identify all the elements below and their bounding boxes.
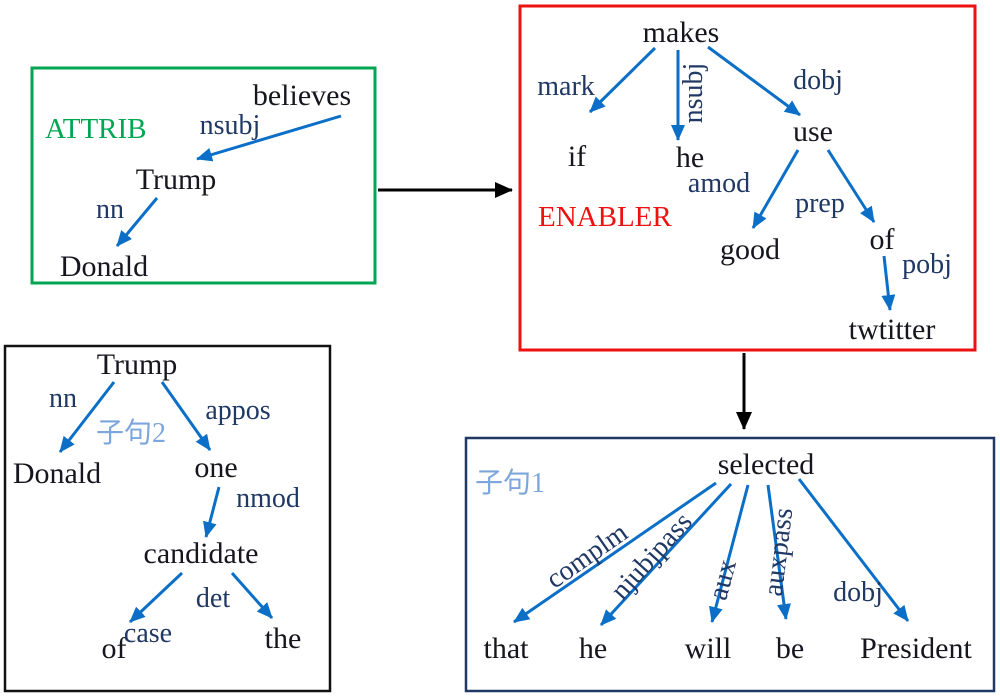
- dep-label-appos: appos: [205, 395, 270, 426]
- word-he2: he: [579, 632, 607, 665]
- arrow-candidate-the: [230, 572, 274, 619]
- word-believes: believes: [253, 79, 351, 112]
- dep-label-nmod: nmod: [236, 483, 300, 514]
- dep-label-nsubj: nsubj: [200, 110, 261, 141]
- word-if: if: [568, 140, 586, 173]
- attrib-box-border: [30, 66, 377, 285]
- word-candidate: candidate: [144, 537, 259, 570]
- attrib-box-title: ATTRIB: [45, 113, 147, 145]
- arrow-trump2-one: [160, 381, 212, 451]
- arrow-of-twtitter: [881, 255, 896, 311]
- word-of: of: [870, 223, 895, 256]
- dep-label-prep: prep: [795, 188, 845, 219]
- arrow-selected-president: [797, 478, 910, 622]
- word-twtitter: twtitter: [849, 313, 936, 346]
- enabler-box-title: ENABLER: [538, 201, 672, 233]
- word-donald: Donald: [60, 250, 148, 283]
- dep-label-amod: amod: [688, 168, 750, 199]
- dep-label-aux: aux: [703, 556, 743, 603]
- dep-label-nsubj-vertical: nsubj: [678, 63, 709, 124]
- arrow-one-candidate: [202, 486, 221, 538]
- arrow-selected-will: [709, 484, 750, 623]
- arrow-makes-if: [588, 46, 657, 114]
- dep-label-det: det: [196, 583, 230, 614]
- word-the: the: [265, 622, 302, 655]
- arrow-use-of: [826, 149, 876, 223]
- dep-label-nn2: nn: [49, 383, 77, 414]
- clause2-box-border: [3, 344, 332, 693]
- arrow-selected-be: [766, 484, 791, 620]
- arrow-candidate-of: [128, 571, 184, 624]
- word-good: good: [720, 233, 780, 266]
- word-one: one: [194, 451, 237, 484]
- word-donald2: Donald: [13, 457, 101, 490]
- word-be: be: [776, 632, 804, 665]
- word-makes: makes: [643, 16, 720, 49]
- dep-label-mark: mark: [537, 71, 595, 102]
- dep-label-pobj: pobj: [902, 249, 952, 280]
- word-president: President: [860, 632, 972, 665]
- word-he: he: [676, 141, 704, 174]
- clause1-box-title: 子句1: [475, 467, 545, 499]
- arrow-believes-trump: [196, 114, 342, 162]
- arrow-selected-that: [513, 481, 717, 624]
- clause2-box-title: 子句2: [96, 417, 166, 449]
- word-trump: Trump: [136, 163, 217, 196]
- arrow-trump2-donald: [58, 381, 116, 453]
- enabler-box-border: [518, 4, 977, 352]
- word-use: use: [793, 115, 833, 148]
- arrow-use-good: [751, 149, 800, 229]
- word-that: that: [484, 632, 530, 665]
- word-selected: selected: [718, 448, 815, 481]
- dep-label-dobj: dobj: [793, 65, 843, 96]
- clause1-box-border: [464, 436, 996, 693]
- word-trump2: Trump: [97, 348, 178, 381]
- arrow-selected-he: [599, 482, 733, 627]
- dep-label-dobj2: dobj: [833, 577, 883, 608]
- dep-label-nn: nn: [96, 194, 124, 225]
- arrow-trump-donald: [115, 197, 159, 247]
- word-of2: of: [102, 632, 127, 665]
- arrow-makes-use: [707, 45, 801, 117]
- word-will: will: [685, 632, 732, 665]
- dep-label-auxpass: auxpass: [758, 506, 800, 598]
- dep-label-case: case: [124, 618, 172, 649]
